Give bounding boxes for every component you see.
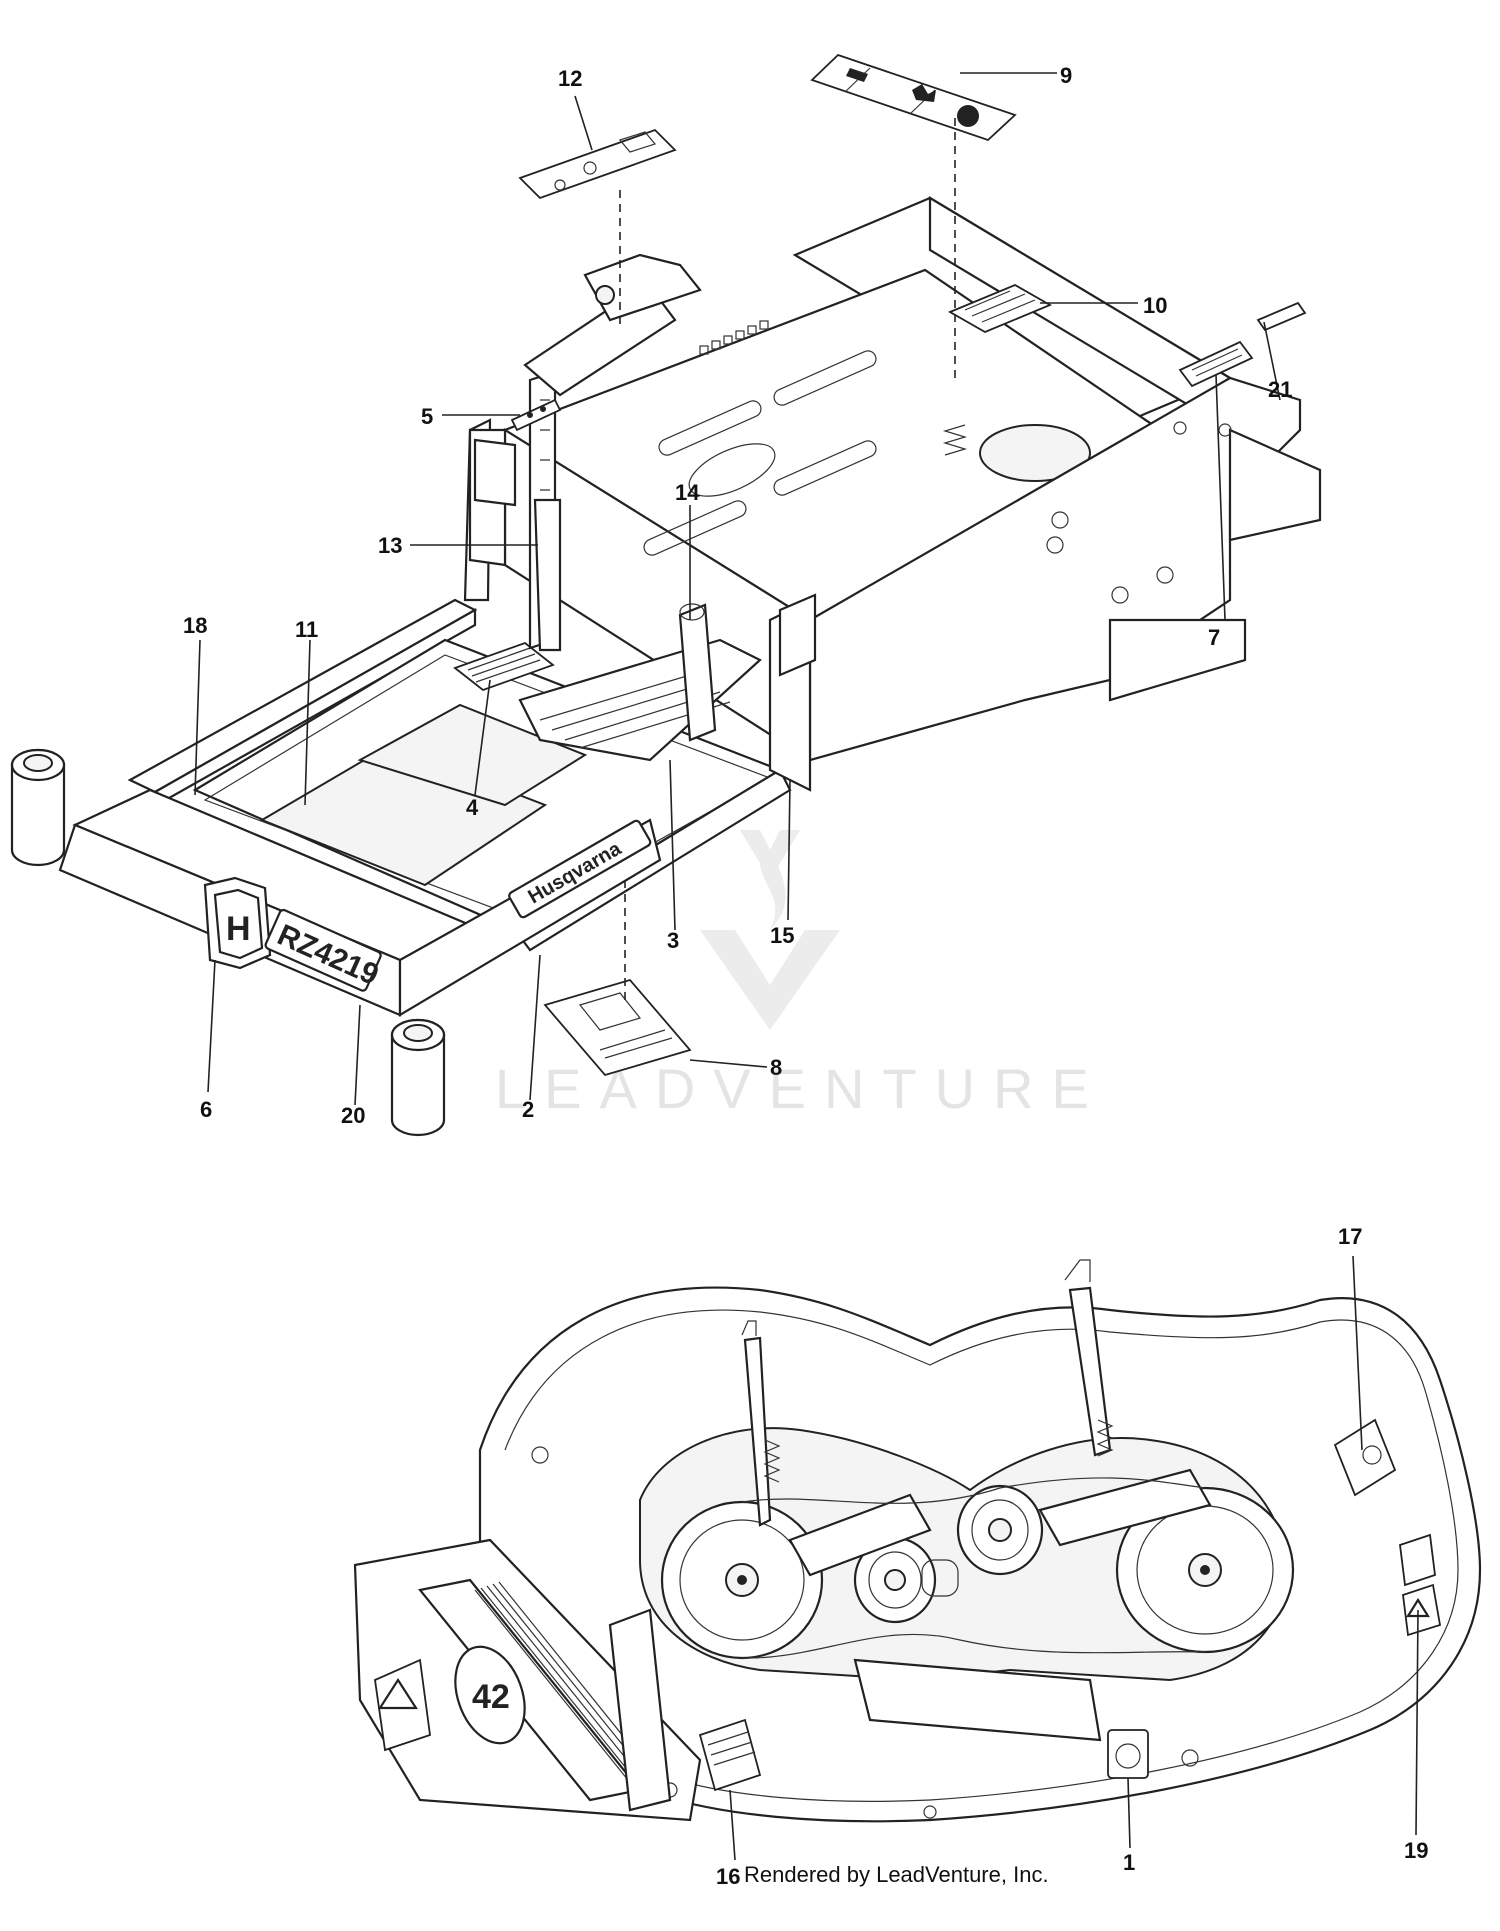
callout-7: 7: [1208, 625, 1220, 650]
callout-20: 20: [341, 1103, 365, 1128]
callout-14: 14: [675, 480, 700, 505]
callout-12: 12: [558, 66, 582, 91]
callout-16: 16: [716, 1864, 740, 1889]
decal-4: [453, 641, 555, 692]
callout-18: 18: [183, 613, 207, 638]
callout-5: 5: [421, 404, 433, 429]
decal-19: [1399, 1533, 1442, 1637]
deck-size-badge: 42: [454, 1645, 526, 1745]
callout-11: 11: [295, 617, 318, 642]
decal-5: [510, 398, 562, 432]
callout-3: 3: [667, 928, 679, 953]
decal-16: [698, 1718, 762, 1792]
callout-6: 6: [200, 1097, 212, 1122]
mower-deck: 42: [353, 1259, 1482, 1823]
watermark-text: LEADVENTURE: [495, 1057, 1107, 1120]
caster-left: [10, 748, 66, 867]
callout-4: 4: [466, 795, 479, 820]
callout-2: 2: [522, 1097, 534, 1122]
decal-12: [518, 128, 677, 200]
logo-mark: H: [226, 910, 251, 948]
callout-21: 21: [1268, 377, 1292, 402]
callout-8: 8: [770, 1055, 782, 1080]
callout-10: 10: [1143, 293, 1167, 318]
callout-labels: 12 9 10 21 5 14 13 7 18 11 4 3 15 6 20 2…: [183, 63, 1428, 1889]
deck-size: 42: [472, 1678, 510, 1716]
caster-right: [390, 1018, 446, 1137]
callout-15: 15: [770, 923, 794, 948]
decal-21: [1256, 301, 1307, 332]
chute-warning-decal: [374, 1658, 431, 1752]
decal-8: [543, 978, 692, 1077]
callout-9: 9: [1060, 63, 1072, 88]
leader-lines: [194, 72, 1419, 1861]
callout-19: 19: [1404, 1838, 1428, 1863]
decal-7: [1178, 340, 1254, 388]
husqvarna-logo-decal: H: [203, 876, 272, 970]
callout-13: 13: [378, 533, 402, 558]
callout-17: 17: [1338, 1224, 1362, 1249]
decal-1: [1107, 1729, 1149, 1779]
decal-9: [810, 53, 1017, 142]
frame-assembly: H RZ4219 Husqvarna: [10, 196, 1322, 1137]
leadventure-watermark: LEADVENTURE: [495, 830, 1107, 1120]
decal-10: [947, 283, 1053, 334]
callout-1: 1: [1123, 1850, 1135, 1875]
rendered-by-footer: Rendered by LeadVenture, Inc.: [744, 1862, 1049, 1887]
